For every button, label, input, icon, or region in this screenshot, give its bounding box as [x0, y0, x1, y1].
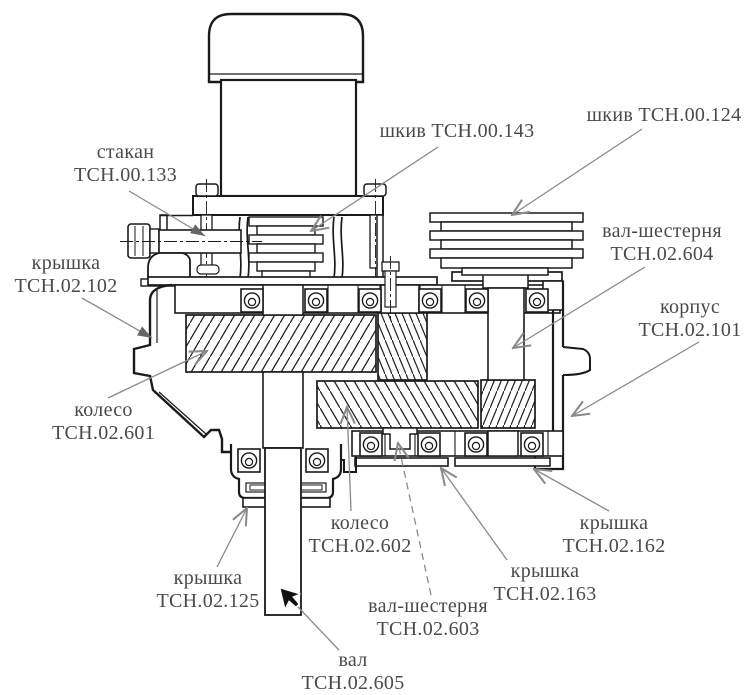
- part-code: ТСН.02.604: [610, 243, 714, 265]
- part-code: ТСН.00.124: [638, 104, 742, 126]
- part-name: шкив: [586, 104, 634, 126]
- part-name: вал-шестерня: [368, 595, 488, 617]
- left-wall: [132, 283, 231, 454]
- part-name: корпус: [659, 296, 721, 318]
- pinion-603-upper: [377, 311, 428, 381]
- output-shaft-605: [264, 447, 302, 616]
- bearing: [417, 432, 441, 457]
- bearing: [359, 432, 383, 457]
- leader-shaft-gear-604: [513, 266, 646, 348]
- shafts: [262, 256, 529, 616]
- part-name: вал: [338, 649, 368, 671]
- part-name: крышка: [31, 252, 101, 274]
- oil-plug: [196, 264, 220, 275]
- part-code: ТСН.02.125: [156, 590, 260, 612]
- shaft-604: [487, 287, 525, 381]
- elbow-boss: [147, 252, 191, 280]
- motor-cap: [207, 12, 365, 84]
- part-code: ТСН.02.602: [308, 535, 412, 557]
- part-code: ТСН.02.605: [301, 672, 405, 694]
- gear-wheel-601: [185, 314, 377, 373]
- leader-pulley-143: [311, 146, 439, 231]
- bearing: [465, 288, 489, 313]
- part-name: вал-шестерня: [602, 220, 722, 242]
- bottom-cover-162-plate: [454, 457, 551, 467]
- flange-bolt-left-head: [195, 183, 219, 197]
- bearing: [237, 448, 261, 473]
- gear-wheel-602: [316, 380, 479, 429]
- label-pulley-124: шкив ТСН.00.124: [578, 104, 750, 127]
- leader-cover-162: [534, 469, 610, 512]
- part-code: ТСН.02.102: [14, 275, 118, 297]
- part-code: ТСН.02.162: [562, 535, 666, 557]
- part-code: ТСН.02.101: [638, 319, 742, 341]
- leader-cup-133: [128, 190, 206, 237]
- leader-shaft-605: [297, 606, 340, 651]
- part-code: ТСН.02.601: [52, 422, 155, 444]
- part-name: крышка: [579, 512, 649, 534]
- output-shaft-hub: [262, 371, 304, 449]
- part-name: крышка: [173, 567, 243, 589]
- pinion-604-lower: [480, 379, 536, 429]
- motor-body: [219, 78, 358, 198]
- label-pulley-143: шкив ТСН.00.143: [372, 120, 542, 143]
- part-code: ТСН.00.143: [431, 120, 535, 142]
- part-name: колесо: [330, 512, 390, 534]
- part-code: ТСН.02.603: [376, 618, 480, 640]
- bearing: [304, 288, 328, 313]
- gears: [185, 311, 536, 429]
- leader-pulley-124: [512, 128, 643, 215]
- bearing: [464, 432, 488, 457]
- bearing: [358, 288, 382, 313]
- bearing: [520, 432, 544, 457]
- leader-shaft-gear-603: [398, 443, 432, 596]
- bearing: [525, 288, 549, 313]
- leader-cover-125: [216, 508, 247, 568]
- elbow-washer: [149, 228, 160, 254]
- leader-housing-101: [572, 341, 700, 416]
- motor-pulley-143: [248, 216, 324, 280]
- leader-cover-102: [81, 297, 153, 339]
- shaft-604-stub: [487, 430, 519, 457]
- right-wall-flange: [562, 346, 591, 376]
- right-wall: [551, 281, 565, 432]
- output-shaft-top: [262, 284, 304, 316]
- electric-motor: [192, 12, 387, 281]
- part-name: стакан: [96, 141, 155, 163]
- leader-wheel-601: [107, 351, 207, 399]
- cursor-arrow: [279, 587, 302, 611]
- bearing: [240, 288, 264, 313]
- bearing: [305, 448, 329, 473]
- bearing: [418, 288, 442, 313]
- part-name: крышка: [510, 560, 580, 582]
- part-code: ТСН.02.163: [493, 583, 597, 605]
- leader-lines: [81, 128, 700, 651]
- drive-pulley-124: [429, 212, 584, 276]
- left-wall-inner: [156, 290, 207, 435]
- part-name: шкив: [379, 120, 427, 142]
- part-code: ТСН.00.133: [74, 164, 177, 186]
- cup-wall-right: [332, 216, 344, 279]
- part-name: колесо: [74, 399, 133, 421]
- motor-flange: [192, 195, 384, 216]
- leader-cover-163: [441, 468, 508, 561]
- leader-wheel-602: [347, 407, 351, 512]
